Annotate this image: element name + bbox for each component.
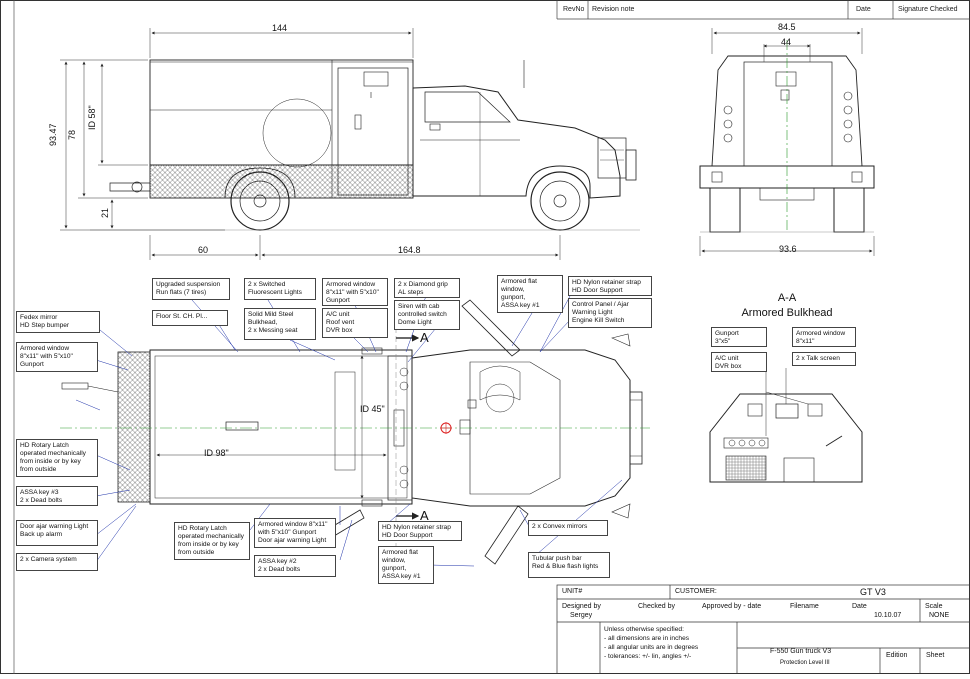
- plan-door-open-top: [461, 299, 521, 357]
- callout-door-ajar: Door ajar warning Light Back up alarm: [16, 520, 98, 546]
- callout-armored-window-bottom: Armored window 8"x11" with 5"x10" Gunpor…: [254, 518, 336, 548]
- section-marker-bottom: A: [420, 508, 429, 523]
- callout-camera: 2 x Camera system: [16, 553, 98, 571]
- section-window: [775, 403, 799, 419]
- tb-sheet: Sheet: [926, 652, 945, 659]
- dim-side-wheelbase: 164.8: [398, 245, 421, 255]
- callout-nylon-retainer-top: HD Nylon retainer strap HD Door Support: [568, 276, 652, 296]
- tb-scale-label: Scale: [925, 603, 943, 610]
- plan-dimensions: [156, 355, 387, 499]
- tb-unit: UNIT#: [562, 588, 583, 595]
- tb-drawing-title: F-550 Gun truck V3: [770, 648, 832, 655]
- callout-upgraded-suspension: Upgraded suspension Run flats (7 tires): [152, 278, 230, 300]
- plan-cargo-box: [149, 349, 413, 505]
- tb-approved-by: Approved by - date: [702, 603, 762, 610]
- callout-convex-mirrors: 2 x Convex mirrors: [528, 520, 608, 536]
- callout-nylon-retainer-bottom: HD Nylon retainer strap HD Door Support: [378, 521, 462, 541]
- rev-no-header: RevNo: [563, 6, 585, 13]
- side-door-handle: [354, 114, 362, 130]
- callout-tubular-push-bar: Tubular push bar Red & Blue flash lights: [528, 552, 610, 578]
- callout-armored-flat-window-top: Armored flat window, gunport, ASSA key #…: [497, 275, 563, 313]
- dim-rear-width-top: 84.5: [778, 22, 796, 32]
- tb-date: 10.10.07: [874, 612, 902, 619]
- tb-checked-by: Checked by: [638, 603, 675, 610]
- dim-side-ground: 21: [100, 207, 110, 218]
- section-grille: [725, 455, 767, 481]
- section-ac-unit: [723, 437, 769, 449]
- callout-siren: Siren with cab controlled switch Dome Li…: [394, 300, 460, 330]
- rear-right-tire: [833, 187, 865, 233]
- dim-plan-inner-width: ID 45": [360, 404, 385, 414]
- rear-left-tire: [709, 187, 741, 233]
- tb-customer: CUSTOMER:: [675, 588, 717, 595]
- section-title: A-A: [777, 292, 797, 304]
- section-aa: [709, 368, 863, 483]
- callout-fluorescent-lights: 2 x Switched Fluorescent Lights: [244, 278, 316, 300]
- dim-side-front-gap: 60: [198, 245, 209, 255]
- side-grille: [597, 137, 627, 179]
- callout-hd-rotary-left: HD Rotary Latch operated mechanically fr…: [16, 439, 98, 477]
- dim-side-height-box: 78: [67, 129, 77, 140]
- callout-ac-unit-section: A/C unit DVR box: [711, 352, 767, 372]
- callout-gunport: Gunport 3"x5": [711, 327, 767, 347]
- section-seat: [783, 457, 815, 483]
- dim-side-height-total: 93.47: [48, 123, 58, 146]
- signature-checked-header: Signature Checked: [898, 6, 958, 13]
- callout-armored-flat-window-bottom: Armored flat window, gunport, ASSA key #…: [378, 546, 434, 584]
- side-view: [90, 59, 640, 231]
- dim-rear-inner-width: 44: [781, 37, 792, 47]
- tb-protection: Protection Level III: [780, 660, 830, 666]
- side-push-bar: [625, 149, 637, 181]
- callout-ac-unit-top: A/C unit Roof vent DVR box: [322, 308, 388, 338]
- rear-gunport: [775, 71, 797, 87]
- callout-armored-window-left: Armored window 8"x11" with 5"x10" Gunpor…: [16, 342, 98, 372]
- revision-header: [556, 0, 970, 20]
- side-gunport: [363, 71, 389, 87]
- section-bulkhead: [709, 393, 863, 483]
- callout-assa-key-3: ASSA key #3 2 x Dead bolts: [16, 486, 98, 506]
- dim-rear-width-bottom: 93.6: [779, 244, 797, 254]
- rear-door: [743, 61, 833, 167]
- callout-armored-window-section: Armored window 8"x11": [792, 327, 856, 347]
- tb-notes: Unless otherwise specified: - all dimens…: [604, 626, 699, 660]
- callout-control-panel: Control Panel / Ajar Warning Light Engin…: [568, 298, 652, 328]
- callout-assa-key-2: ASSA key #2 2 x Dead bolts: [254, 555, 336, 577]
- dim-plan-inner-length: ID 98": [204, 448, 229, 458]
- tb-date-label: Date: [852, 603, 867, 610]
- plan-rear-bumper: [117, 351, 151, 503]
- side-cab-window: [424, 91, 511, 123]
- callout-solid-steel: Solid Mild Steel Bulkhead, 2 x Messing s…: [244, 308, 316, 340]
- dim-side-length: 144: [272, 23, 288, 33]
- tb-filename: Filename: [790, 603, 819, 610]
- tb-edition: Edition: [886, 652, 908, 659]
- dim-side-inner-height: ID 58": [87, 105, 97, 130]
- side-dimensions: [60, 28, 561, 260]
- rear-view: [699, 40, 875, 233]
- callout-hd-rotary-bottom: HD Rotary Latch operated mechanically fr…: [174, 522, 250, 560]
- side-spare-circle: [262, 98, 332, 168]
- callout-diamond-grip: 2 x Diamond grip AL steps: [394, 278, 460, 298]
- section-subtitle: Armored Bulkhead: [741, 307, 833, 319]
- tb-model: GT V3: [860, 587, 886, 597]
- callout-fedex-mirror: Fedex mirror HD Step bumper: [16, 311, 100, 333]
- side-cargo-box: [149, 59, 414, 166]
- plan-door-open-bottom: [484, 505, 529, 565]
- tb-designed-by: Sergey: [570, 612, 593, 619]
- revision-note-header: Revision note: [592, 6, 635, 13]
- tb-scale: NONE: [929, 612, 950, 619]
- plan-cab: [411, 349, 631, 507]
- date-header: Date: [856, 6, 871, 13]
- section-marker-top: A: [420, 330, 429, 345]
- callout-armored-window-top: Armored window 8"x11" with 5"x10" Gunpor…: [322, 278, 388, 306]
- side-cab: [412, 85, 621, 199]
- callout-floor: Floor St. CH. Pl...: [152, 310, 228, 326]
- callout-talk-screen: 2 x Talk screen: [792, 352, 856, 366]
- plan-view: [60, 299, 650, 565]
- plan-roof-light: [225, 421, 259, 431]
- side-door: [337, 67, 409, 196]
- rear-dimensions: [699, 28, 875, 256]
- tb-designed-by-label: Designed by: [562, 603, 601, 610]
